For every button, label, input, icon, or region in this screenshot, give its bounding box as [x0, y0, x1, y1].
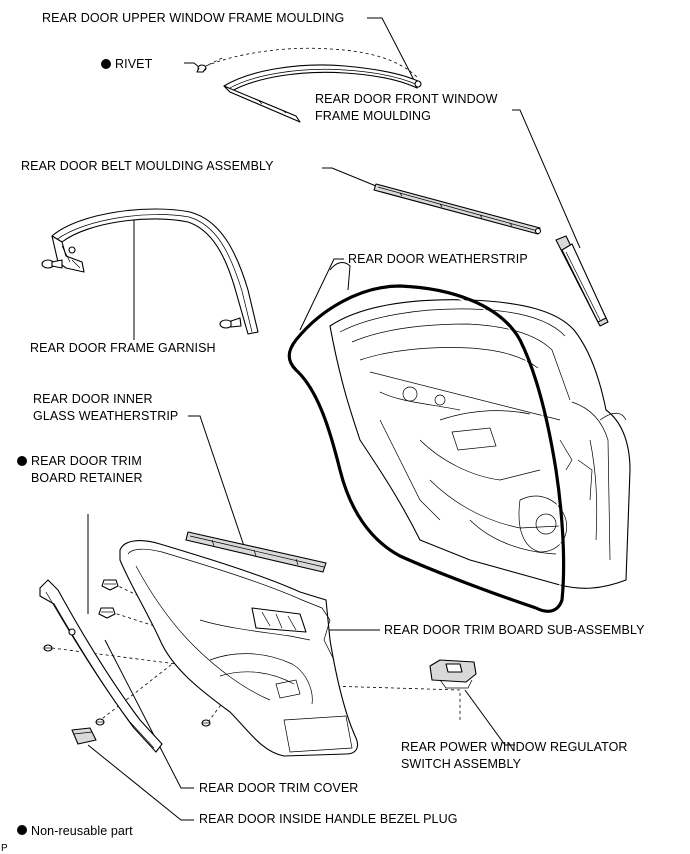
trim-retainer-clip-icon [98, 607, 116, 619]
rivet-icon [196, 64, 207, 73]
label-trim-cover: REAR DOOR TRIM COVER [199, 781, 358, 795]
screw-icon [201, 719, 211, 727]
legend-bullet-icon [17, 825, 27, 835]
label-window-switch-1: REAR POWER WINDOW REGULATOR [401, 740, 628, 754]
label-weatherstrip: REAR DOOR WEATHERSTRIP [348, 252, 528, 266]
label-trim-retainer-2: BOARD RETAINER [31, 471, 143, 485]
label-trim-board: REAR DOOR TRIM BOARD SUB-ASSEMBLY [384, 623, 645, 637]
rear-door-panel [329, 299, 631, 589]
screw-icon [95, 718, 105, 726]
trim-retainer-clip-icon [101, 579, 119, 591]
legend-text: Non-reusable part [31, 824, 133, 838]
label-upper-window-moulding: REAR DOOR UPPER WINDOW FRAME MOULDING [42, 11, 344, 25]
label-inner-glass-ws-1: REAR DOOR INNER [33, 392, 153, 406]
non-reusable-bullet-icon [101, 59, 111, 69]
label-window-switch-2: SWITCH ASSEMBLY [401, 757, 522, 771]
clip-icon [219, 317, 242, 329]
label-belt-moulding: REAR DOOR BELT MOULDING ASSEMBLY [21, 159, 274, 173]
label-inner-glass-ws-2: GLASS WEATHERSTRIP [33, 409, 178, 423]
clip-icon [41, 259, 63, 269]
leader-lines [87, 17, 581, 821]
belt-moulding-assembly [373, 183, 542, 235]
rear-door-frame-garnish [51, 208, 259, 335]
label-bezel-plug: REAR DOOR INSIDE HANDLE BEZEL PLUG [199, 812, 458, 826]
inside-handle-bezel-plug [71, 727, 97, 745]
rear-door-weatherstrip [287, 262, 566, 613]
non-reusable-bullet-icon [17, 456, 27, 466]
corner-code: P [1, 843, 8, 854]
label-front-window-moulding-1: REAR DOOR FRONT WINDOW [315, 92, 498, 106]
label-trim-retainer-1: REAR DOOR TRIM [31, 454, 142, 468]
label-rivet: RIVET [115, 57, 153, 71]
label-front-window-moulding-2: FRAME MOULDING [315, 109, 431, 123]
screw-icon [43, 644, 53, 652]
upper-window-frame-moulding [223, 64, 422, 123]
power-window-switch-assembly [429, 659, 477, 689]
rear-door-trim-board [119, 540, 359, 757]
rear-door-trim-cover [39, 579, 163, 753]
front-window-frame-moulding [555, 235, 609, 327]
label-frame-garnish: REAR DOOR FRAME GARNISH [30, 341, 216, 355]
inner-glass-weatherstrip [185, 531, 327, 573]
